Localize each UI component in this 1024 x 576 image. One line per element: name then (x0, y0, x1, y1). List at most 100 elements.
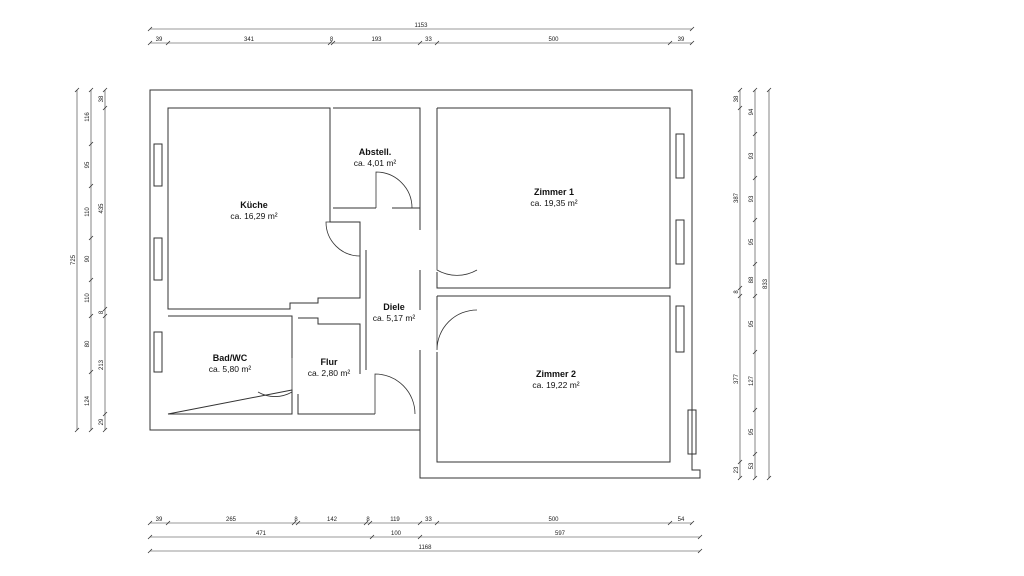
dim-top-chain-label: 341 (244, 37, 255, 43)
room2-name: Zimmer 2 (536, 369, 576, 379)
kitchen-area: ca. 16,29 m² (230, 211, 277, 221)
dim-top-chain-tick (330, 40, 336, 46)
dim-left-total-tick (74, 87, 80, 93)
dim-bottom-chain-tick (689, 520, 695, 526)
dim-top-total-label: 1153 (415, 23, 429, 29)
lobby-name: Diele (383, 302, 405, 312)
dim-right-inner-label: 387 (734, 192, 740, 203)
dim-top-chain-tick (165, 40, 171, 46)
storage-name: Abstell. (359, 147, 392, 157)
dim-left-outer-label: 110 (85, 207, 91, 217)
dim-top-chain-tick (689, 40, 695, 46)
kitchen-name: Küche (240, 200, 268, 210)
dim-right-outer-tick (752, 349, 758, 355)
window-west-2 (153, 237, 163, 281)
dim-right-outer-tick (752, 293, 758, 299)
dim-top-chain-tick (327, 40, 333, 46)
dim-top-chain-tick (667, 40, 673, 46)
window-east-2 (675, 219, 685, 265)
dim-top-chain-label: 39 (156, 37, 163, 43)
dim-bottom-chain-tick (291, 520, 297, 526)
dim-top-total-tick (147, 26, 153, 32)
dim-left-inner-label: 213 (99, 359, 105, 370)
dim-bottom-mid-tick (697, 534, 703, 540)
dim-bottom-chain-label: 54 (678, 517, 685, 523)
dim-bottom-chain-tick (367, 520, 373, 526)
dim-right-inner-tick (737, 285, 743, 291)
dim-bottom-chain-label: 39 (156, 517, 163, 523)
window-east-3 (675, 305, 685, 353)
dim-right-inner-tick (737, 87, 743, 93)
window-west-1 (153, 143, 163, 187)
dim-bottom-chain-tick (147, 520, 153, 526)
hall-name: Flur (321, 357, 338, 367)
dim-left-outer-tick (88, 277, 94, 283)
dim-bottom-mid-tick (369, 534, 375, 540)
hall-area: ca. 2,80 m² (308, 368, 351, 378)
dim-right-outer-label: 93 (749, 152, 755, 159)
room1-wall (436, 107, 671, 289)
dim-top-chain-label: 193 (371, 37, 382, 43)
dim-right-inner-tick (737, 475, 743, 481)
room-labels: Küche ca. 16,29 m² Abstell. ca. 4,01 m² … (209, 147, 580, 390)
dim-bottom-mid-label: 471 (256, 531, 267, 537)
lobby-wall (365, 208, 421, 430)
dim-bottom-chain-tick (434, 520, 440, 526)
dim-top-chain-tick (434, 40, 440, 46)
dim-right-outer-label: 95 (749, 238, 755, 245)
dim-right-outer-label: 53 (749, 462, 755, 469)
dim-right-outer-tick (752, 131, 758, 137)
dim-right-outer-tick (752, 475, 758, 481)
dim-left-inner-tick (102, 427, 108, 433)
dim-bottom-mid-tick (417, 534, 423, 540)
dim-top-chain-label: 33 (425, 37, 432, 43)
dim-bottom-chain-label: 265 (226, 517, 237, 523)
dim-left-outer-tick (88, 313, 94, 319)
dim-left-outer-label: 90 (85, 255, 91, 262)
dim-left-total-label: 725 (71, 254, 77, 265)
storage-wall (333, 107, 421, 209)
dim-right-inner-tick (737, 459, 743, 465)
room1-area: ca. 19,35 m² (530, 198, 577, 208)
dim-left-inner-tick (102, 306, 108, 312)
dim-right-outer-label: 94 (749, 108, 755, 115)
doors (257, 171, 478, 415)
window-east-1 (675, 133, 685, 179)
storage-area: ca. 4,01 m² (354, 158, 397, 168)
dim-left-inner-tick (102, 313, 108, 319)
dim-left-outer-label: 116 (85, 112, 91, 122)
dim-right-outer-label: 88 (749, 276, 755, 283)
dim-right-inner-label: 23 (734, 466, 740, 473)
dim-bottom-chain-label: 8 (366, 517, 370, 523)
dim-right-total-tick (766, 87, 772, 93)
dim-right-outer-tick (752, 175, 758, 181)
dim-right-inner-label: 377 (734, 373, 740, 384)
dim-top-chain-label: 8 (330, 37, 334, 43)
dim-right-outer-tick (752, 261, 758, 267)
dim-bottom-chain-tick (165, 520, 171, 526)
dim-left-outer-tick (88, 141, 94, 147)
dim-bottom-mid-label: 597 (555, 531, 566, 537)
dim-bottom-chain-tick (417, 520, 423, 526)
dim-left-outer-tick (88, 235, 94, 241)
dim-right-outer-label: 127 (749, 375, 755, 386)
dim-left-inner-label: 8 (99, 310, 105, 314)
walls (149, 89, 701, 479)
door-storage (375, 171, 413, 209)
dim-left-inner-tick (102, 411, 108, 417)
dim-bottom-mid-tick (147, 534, 153, 540)
dim-right-inner-tick (737, 293, 743, 299)
dim-bottom-total-tick (697, 548, 703, 554)
outer-wall-west (149, 89, 701, 479)
door-kitchen (325, 221, 361, 257)
room2-area: ca. 19,22 m² (532, 380, 579, 390)
dim-right-total-label: 833 (763, 278, 769, 289)
dim-left-outer-tick (88, 183, 94, 189)
dim-right-inner-label: 8 (734, 290, 740, 294)
lobby-area: ca. 5,17 m² (373, 313, 416, 323)
dim-right-inner-tick (737, 105, 743, 111)
dim-bottom-chain-tick (295, 520, 301, 526)
dim-left-inner-label: 29 (99, 418, 105, 425)
dim-bottom-chain-label: 119 (390, 517, 400, 523)
